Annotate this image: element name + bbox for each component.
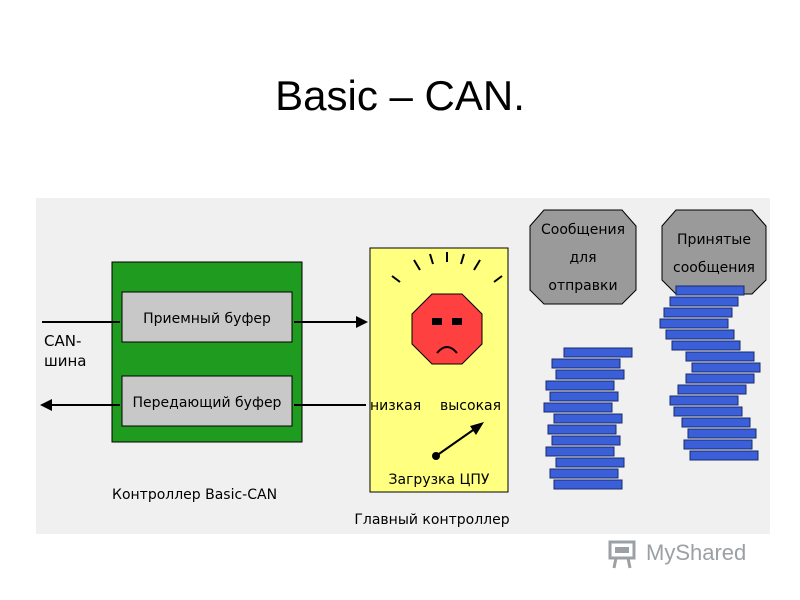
cpu-low-label: низкая [370,398,421,414]
cpu-load-label: Загрузка ЦПУ [389,472,490,488]
message-frame [553,413,623,424]
cpu-high-label: высокая [440,398,501,414]
message-frame [549,391,619,402]
transmit-buffer-box [121,375,293,427]
send-queue-label-line3: отправки [548,278,617,294]
cpu-gauge-arrowhead [470,422,484,435]
send-message-stack [543,347,633,490]
send-queue-label-line2: для [569,250,596,266]
send-queue-label-line1: Сообщения [541,222,625,238]
transmit-buffer-label: Передающий буфер [133,395,282,411]
receive-buffer-box [121,291,293,343]
message-frame [671,340,741,351]
message-frame [663,307,733,318]
myshared-watermark: MyShared [606,534,776,574]
tx-arrowhead [40,399,52,411]
message-frame [669,395,739,406]
send-queue-octagon [529,209,637,305]
can-bus-label-line2: шина [44,352,86,370]
message-frame [543,402,613,413]
rx-arrowhead [356,316,368,328]
message-frame [551,435,621,446]
message-frame [665,329,735,340]
slide-title: Basic – CAN. [275,72,525,119]
cpu-gauge-needle [435,427,477,457]
received-label-line2: сообщения [673,260,755,276]
message-frame [677,384,747,395]
cpu-gauge-pivot [432,452,440,460]
controller-caption: Контроллер Basic-CAN [112,487,277,503]
host-controller-caption: Главный контроллер [354,512,509,528]
received-label-line1: Принятые [677,232,751,248]
message-frame [691,362,761,373]
message-frame [669,296,739,307]
message-frame [553,479,623,490]
message-frame [555,457,625,468]
message-frame [563,347,633,358]
message-frame [681,417,751,428]
diagram-canvas: CAN- шина Приемный буфер Передающий буфе… [40,209,767,528]
can-bus-label-line1: CAN- [44,332,81,350]
message-frame [689,450,759,461]
message-frame [551,358,621,369]
host-controller-box [369,247,509,493]
face-eye-right [452,318,462,325]
message-frame [687,428,757,439]
face-frown [436,346,458,354]
message-frame [555,369,625,380]
myshared-logo-icon [608,540,636,569]
message-frame [673,406,743,417]
received-octagon [661,209,767,295]
message-frame [545,446,615,457]
message-frame [659,318,729,329]
stressed-face-icon [411,293,483,365]
message-frame [685,373,755,384]
message-frame [547,424,617,435]
message-frame [549,468,619,479]
message-frame [685,351,755,362]
face-eye-left [432,318,442,325]
basic-can-diagram: CAN- шина Приемный буфер Передающий буфе… [36,198,770,534]
receive-buffer-label: Приемный буфер [143,311,271,327]
message-frame [545,380,615,391]
message-frame [683,439,753,450]
stress-rays [391,252,503,283]
received-message-stack [659,285,761,461]
message-frame [675,285,745,296]
watermark-text: MyShared [646,540,747,565]
